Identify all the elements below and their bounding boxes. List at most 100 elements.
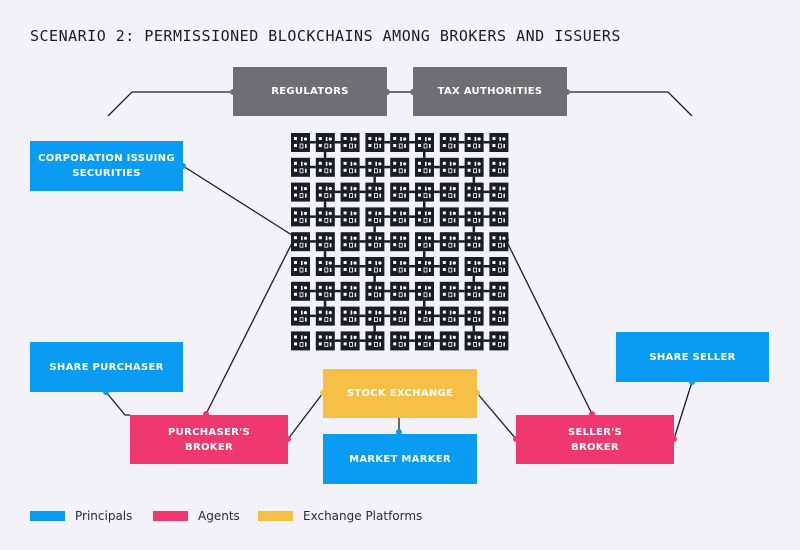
block-mark bbox=[474, 335, 477, 340]
block-mark bbox=[423, 242, 428, 248]
block-mark bbox=[423, 317, 428, 323]
block-8-0 bbox=[291, 331, 310, 351]
block-mark bbox=[328, 286, 332, 290]
block-3-5 bbox=[415, 207, 434, 227]
block-mark bbox=[427, 137, 432, 141]
block-mark bbox=[375, 211, 377, 216]
chain-link bbox=[323, 251, 327, 257]
block-mark bbox=[467, 186, 471, 190]
block-mark bbox=[368, 193, 372, 197]
block-mark bbox=[393, 218, 397, 222]
block-mark bbox=[294, 211, 297, 215]
block-7-7 bbox=[464, 306, 484, 326]
block-mark bbox=[368, 317, 372, 321]
chain-link bbox=[423, 201, 426, 208]
block-mark bbox=[473, 267, 478, 273]
chain-link bbox=[373, 276, 376, 282]
block-mark bbox=[398, 193, 403, 199]
chain-link bbox=[384, 240, 391, 243]
block-mark bbox=[379, 268, 381, 272]
chain-link bbox=[409, 289, 415, 293]
block-mark bbox=[449, 310, 452, 315]
block-1-6 bbox=[439, 157, 459, 177]
block-mark bbox=[343, 261, 347, 264]
legend-agents: Agents bbox=[153, 509, 240, 523]
block-mark bbox=[393, 137, 397, 140]
block-mark bbox=[368, 285, 372, 289]
block-mark bbox=[453, 243, 456, 248]
block-0-3 bbox=[365, 133, 385, 152]
block-mark bbox=[353, 137, 357, 141]
block-mark bbox=[492, 161, 496, 165]
block-mark bbox=[473, 143, 478, 149]
chain-link bbox=[483, 289, 490, 293]
block-1-4 bbox=[390, 157, 410, 177]
block-mark bbox=[393, 342, 397, 346]
block-mark bbox=[325, 186, 328, 191]
block-mark bbox=[294, 285, 297, 289]
chain-link bbox=[334, 141, 341, 144]
block-mark bbox=[299, 292, 304, 298]
block-mark bbox=[499, 161, 501, 166]
chain-link bbox=[373, 176, 376, 183]
block-mark bbox=[318, 243, 322, 247]
block-mark bbox=[378, 162, 382, 166]
block-mark bbox=[324, 267, 329, 273]
block-mark bbox=[353, 211, 357, 215]
block-mark bbox=[393, 193, 397, 197]
block-mark bbox=[418, 292, 421, 296]
block-mark bbox=[429, 168, 431, 173]
block-mark bbox=[442, 137, 446, 140]
block-8-5 bbox=[415, 331, 434, 351]
block-2-0 bbox=[291, 182, 310, 202]
block-mark bbox=[427, 261, 432, 265]
block-mark bbox=[425, 186, 427, 191]
block-mark bbox=[452, 311, 456, 315]
block-mark bbox=[324, 143, 329, 149]
block-mark bbox=[349, 267, 354, 273]
block-mark bbox=[378, 137, 382, 141]
block-mark bbox=[303, 311, 308, 315]
block-2-8 bbox=[489, 182, 509, 202]
block-mark bbox=[378, 236, 382, 240]
block-mark bbox=[418, 161, 421, 165]
block-mark bbox=[452, 286, 456, 290]
block-mark bbox=[423, 217, 428, 223]
block-4-5 bbox=[415, 232, 434, 252]
block-mark bbox=[343, 161, 347, 165]
chain-link bbox=[472, 176, 476, 183]
block-mark bbox=[328, 261, 332, 265]
block-mark bbox=[442, 211, 446, 215]
block-mark bbox=[442, 261, 446, 264]
block-mark bbox=[368, 342, 372, 346]
block-mark bbox=[343, 317, 347, 321]
corporation-box: CORPORATION ISSUING SECURITIES bbox=[30, 141, 183, 191]
block-mark bbox=[497, 317, 502, 323]
block-4-0 bbox=[291, 232, 310, 252]
block-mark bbox=[373, 267, 378, 273]
block-mark bbox=[299, 317, 304, 323]
block-mark bbox=[294, 137, 297, 140]
block-mark bbox=[452, 261, 456, 265]
block-mark bbox=[305, 144, 307, 148]
chain-link bbox=[423, 251, 426, 257]
block-mark bbox=[350, 137, 353, 141]
block-1-3 bbox=[365, 157, 385, 177]
block-mark bbox=[478, 144, 481, 148]
block-mark bbox=[368, 144, 372, 147]
block-6-2 bbox=[340, 281, 360, 301]
block-mark bbox=[329, 168, 332, 173]
block-mark bbox=[502, 236, 506, 240]
block-mark bbox=[423, 168, 428, 174]
block-mark bbox=[354, 292, 357, 297]
block-3-8 bbox=[489, 207, 509, 227]
block-mark bbox=[305, 218, 307, 223]
block-mark bbox=[418, 144, 421, 147]
block-mark bbox=[499, 211, 501, 216]
block-mark bbox=[398, 217, 403, 223]
block-mark bbox=[349, 317, 354, 323]
block-mark bbox=[305, 168, 307, 173]
block-mark bbox=[502, 286, 506, 290]
chain-link bbox=[384, 215, 391, 218]
